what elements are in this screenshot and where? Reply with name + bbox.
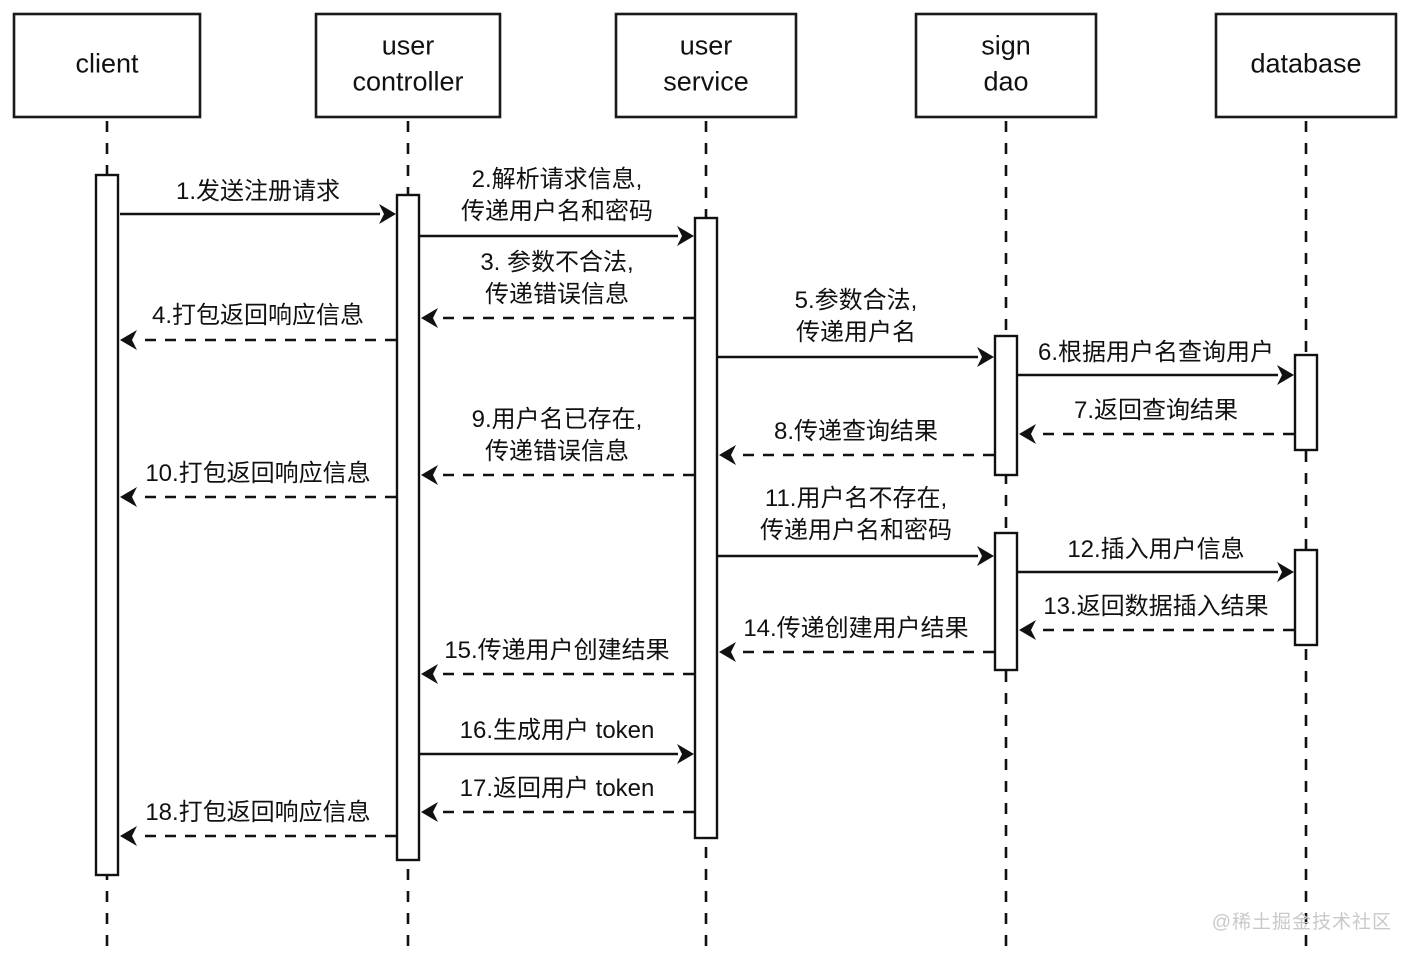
activation-bar-user-service-2 [693, 216, 719, 840]
activation-bar-sign-dao-3 [993, 334, 1019, 477]
message-15[interactable]: 15.传递用户创建结果 [421, 637, 694, 684]
message-arrowhead-11 [977, 546, 994, 566]
message-label-9: 9.用户名已存在,传递错误信息 [472, 406, 643, 465]
message-label-12: 12.插入用户信息 [1067, 536, 1244, 563]
message-3[interactable]: 3. 参数不合法,传递错误信息 [421, 249, 694, 328]
message-label-14: 14.传递创建用户结果 [743, 615, 968, 642]
message-arrowhead-4 [120, 330, 137, 350]
message-17[interactable]: 17.返回用户 token [421, 775, 694, 822]
message-arrowhead-7 [1019, 424, 1036, 444]
participant-box-user-controller[interactable] [314, 12, 502, 119]
message-6[interactable]: 6.根据用户名查询用户 [1018, 339, 1294, 385]
participant-database[interactable]: database [1214, 12, 1398, 119]
message-12[interactable]: 12.插入用户信息 [1018, 536, 1294, 582]
message-8[interactable]: 8.传递查询结果 [719, 418, 994, 465]
activation-bar-database-6 [1293, 548, 1319, 647]
message-10[interactable]: 10.打包返回响应信息 [120, 460, 396, 507]
message-arrowhead-9 [421, 465, 438, 485]
message-arrowhead-3 [421, 308, 438, 328]
participant-label-client: client [75, 49, 139, 79]
messages-layer: 1.发送注册请求 2.解析请求信息,传递用户名和密码 3. 参数不合法,传递错误信息… [120, 166, 1294, 846]
message-18[interactable]: 18.打包返回响应信息 [120, 799, 396, 846]
activation-bar-user-controller-1 [395, 193, 421, 862]
participant-box-database[interactable] [1214, 12, 1398, 119]
message-arrowhead-13 [1019, 620, 1036, 640]
message-arrowhead-8 [719, 445, 736, 465]
message-label-5: 5.参数合法,传递用户名 [795, 287, 918, 346]
message-label-7: 7.返回查询结果 [1074, 397, 1238, 424]
message-label-18: 18.打包返回响应信息 [145, 799, 370, 826]
message-arrowhead-5 [977, 347, 994, 367]
participant-box-client[interactable] [12, 12, 202, 119]
message-arrowhead-12 [1277, 562, 1294, 582]
message-arrowhead-16 [677, 744, 694, 764]
message-label-13: 13.返回数据插入结果 [1043, 593, 1268, 620]
message-arrowhead-17 [421, 802, 438, 822]
message-label-2: 2.解析请求信息,传递用户名和密码 [461, 166, 653, 225]
participant-label-database: database [1250, 49, 1361, 79]
message-label-4: 4.打包返回响应信息 [152, 302, 364, 329]
message-label-1: 1.发送注册请求 [176, 178, 340, 205]
message-arrowhead-10 [120, 487, 137, 507]
activations-layer [94, 173, 1319, 877]
message-arrowhead-6 [1277, 365, 1294, 385]
message-2[interactable]: 2.解析请求信息,传递用户名和密码 [420, 166, 694, 246]
message-16[interactable]: 16.生成用户 token [420, 717, 694, 764]
message-arrowhead-18 [120, 826, 137, 846]
message-13[interactable]: 13.返回数据插入结果 [1019, 593, 1294, 640]
message-7[interactable]: 7.返回查询结果 [1019, 397, 1294, 444]
message-label-6: 6.根据用户名查询用户 [1038, 339, 1274, 366]
message-label-17: 17.返回用户 token [460, 775, 655, 802]
activation-bar-database-5 [1293, 353, 1319, 452]
message-arrowhead-1 [379, 204, 396, 224]
message-4[interactable]: 4.打包返回响应信息 [120, 302, 396, 350]
message-label-10: 10.打包返回响应信息 [145, 460, 370, 487]
message-label-15: 15.传递用户创建结果 [444, 637, 669, 664]
message-9[interactable]: 9.用户名已存在,传递错误信息 [421, 406, 694, 485]
message-label-11: 11.用户名不存在,传递用户名和密码 [760, 485, 952, 544]
message-label-3: 3. 参数不合法,传递错误信息 [480, 249, 633, 308]
participant-box-user-service[interactable] [614, 12, 798, 119]
message-label-8: 8.传递查询结果 [774, 418, 938, 445]
message-arrowhead-14 [719, 642, 736, 662]
message-14[interactable]: 14.传递创建用户结果 [719, 615, 994, 662]
message-1[interactable]: 1.发送注册请求 [120, 178, 396, 224]
message-11[interactable]: 11.用户名不存在,传递用户名和密码 [718, 485, 994, 566]
participant-box-sign-dao[interactable] [914, 12, 1098, 119]
watermark-label: @稀土掘金技术社区 [1211, 912, 1392, 933]
message-arrowhead-2 [677, 226, 694, 246]
activation-bar-client-0 [94, 173, 120, 877]
activation-bar-sign-dao-4 [993, 531, 1019, 672]
participant-client[interactable]: client [12, 12, 202, 119]
message-arrowhead-15 [421, 664, 438, 684]
message-label-16: 16.生成用户 token [460, 717, 655, 744]
message-5[interactable]: 5.参数合法,传递用户名 [718, 287, 994, 367]
